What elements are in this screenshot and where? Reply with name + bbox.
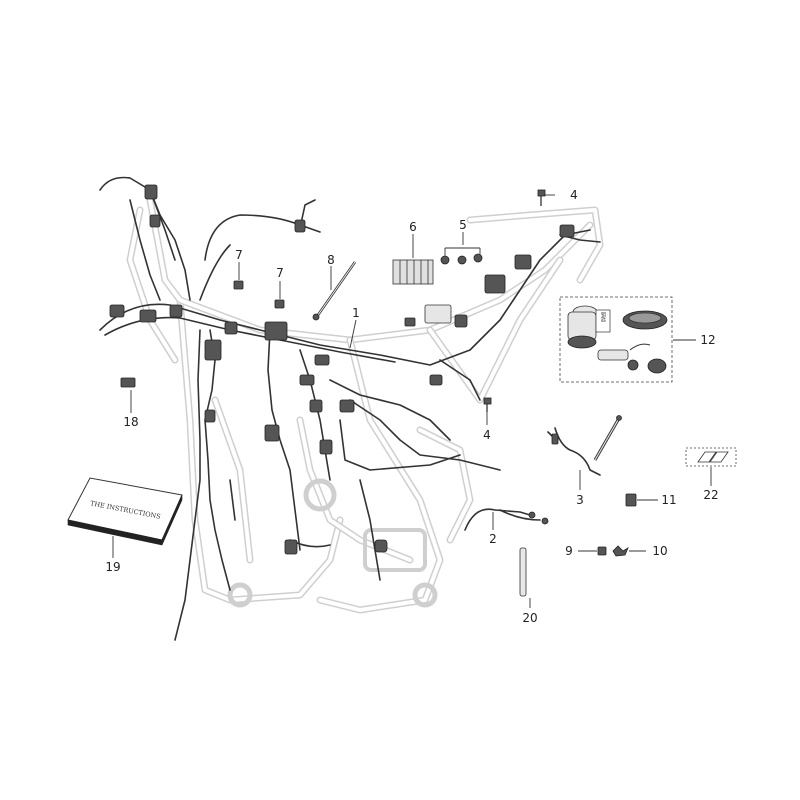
callout-2: 2 — [489, 532, 497, 546]
callout-11: 11 — [661, 493, 676, 507]
instruction-manual: THE INSTRUCTIONS — [67, 477, 183, 546]
callout-4-lower: 4 — [483, 428, 491, 442]
bolt-lower — [483, 397, 492, 412]
callout-10: 10 — [652, 544, 667, 558]
callout-1: 1 — [352, 306, 360, 320]
small-fastener-10 — [612, 545, 629, 557]
callout-4-upper: 4 — [570, 188, 578, 202]
ignition-lock-set: 钥匙 — [559, 296, 673, 383]
nuts — [440, 253, 483, 265]
clip-left — [233, 280, 244, 290]
callout-5: 5 — [459, 218, 467, 232]
callout-12: 12 — [700, 333, 715, 347]
motorcycle-frame — [126, 196, 604, 614]
short-cable — [464, 508, 549, 531]
leader-lines — [112, 194, 712, 608]
small-clip-9 — [597, 546, 607, 556]
cable-tie — [312, 261, 357, 321]
fuse-block — [392, 259, 434, 285]
callout-7-right: 7 — [276, 266, 284, 280]
callout-6: 6 — [409, 220, 417, 234]
clip-right — [274, 299, 285, 309]
callout-7-left: 7 — [235, 248, 243, 262]
label-sheet — [685, 447, 737, 467]
key-label: 钥匙 — [600, 311, 606, 323]
sensor-wire — [547, 415, 622, 476]
callout-20: 20 — [522, 611, 537, 625]
callout-22: 22 — [703, 488, 718, 502]
callout-18: 18 — [123, 415, 138, 429]
bolt-upper — [537, 189, 546, 206]
harness-connectors — [109, 184, 575, 555]
callout-9: 9 — [565, 544, 573, 558]
callout-8: 8 — [327, 253, 335, 267]
strap — [519, 547, 527, 597]
callout-labels: 1 2 3 4 4 5 6 7 7 8 9 10 11 12 18 19 20 … — [105, 188, 718, 625]
callout-19: 19 — [105, 560, 120, 574]
callout-3: 3 — [576, 493, 584, 507]
small-connector — [120, 377, 136, 388]
connector-11 — [625, 493, 637, 507]
